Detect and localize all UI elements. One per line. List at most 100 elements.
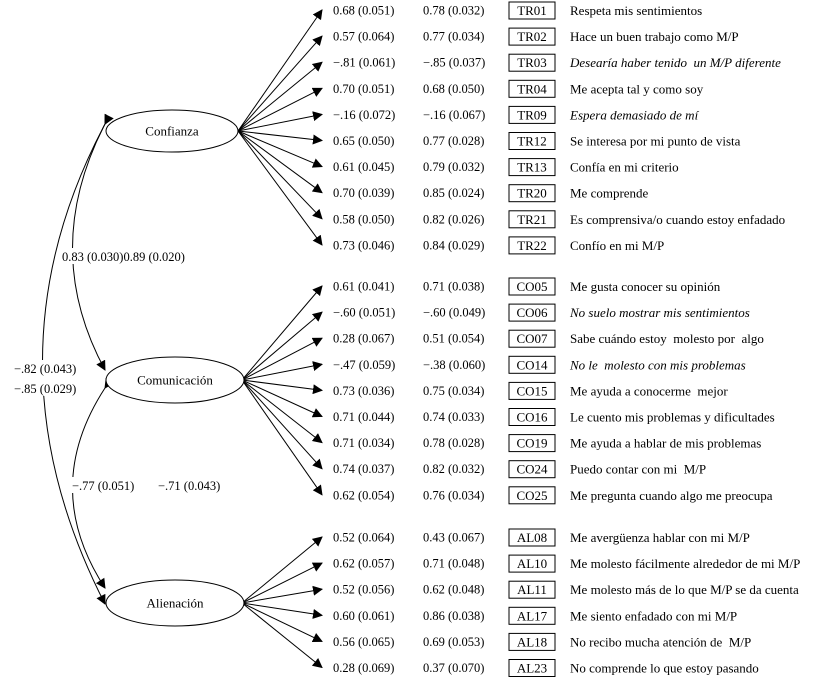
loading-value-1: 0.56 (0.065) <box>333 635 394 649</box>
loading-arrow <box>241 379 323 496</box>
loading-value-1: 0.62 (0.054) <box>333 488 394 502</box>
item-code-box <box>508 105 556 124</box>
item-description: Se interesa por mi punto de vista <box>570 134 741 149</box>
item-code: TR13 <box>517 160 547 175</box>
factor-label: Confianza <box>145 124 199 139</box>
item-description: Puedo contar con mi M/P <box>570 462 706 477</box>
item-code: TR22 <box>517 238 547 253</box>
factor-confianza: Confianza <box>105 109 239 153</box>
item-code: AL23 <box>517 661 547 676</box>
item-code-box <box>508 210 556 229</box>
item-code-box <box>508 79 556 98</box>
loading-value-2: 0.51 (0.054) <box>423 332 484 346</box>
item-code: AL10 <box>517 556 547 571</box>
item-code-box <box>508 158 556 177</box>
item-code-box <box>508 381 556 400</box>
loading-value-2: 0.77 (0.034) <box>423 30 484 44</box>
loading-value-2: 0.43 (0.067) <box>423 531 484 545</box>
item-description: Espera demasiado de mí <box>569 107 700 122</box>
corr-comunicacion-alienacion-2: −.71 (0.043) <box>158 479 220 493</box>
factor-comunicacion: Comunicación <box>105 356 245 404</box>
item-description: Sabe cuándo estoy molesto por algo <box>570 331 764 346</box>
item-code: TR09 <box>517 107 547 122</box>
covariance-confianza-comunicacion <box>72 113 114 371</box>
loading-arrow <box>237 130 323 168</box>
loading-value-1: 0.57 (0.064) <box>333 30 394 44</box>
loading-value-1: 0.68 (0.051) <box>333 4 394 18</box>
item-description: Me molesto más de lo que M/P se da cuent… <box>570 582 799 597</box>
item-code: AL17 <box>517 608 548 623</box>
item-description: No le molesto con mis problemas <box>569 357 746 372</box>
item-code-box <box>508 580 556 599</box>
item-code: TR02 <box>517 29 547 44</box>
corr-confianza-alienacion-1: −.82 (0.043) <box>14 362 76 376</box>
item-code-box <box>508 1 556 20</box>
loading-arrow <box>237 9 323 132</box>
item-description: Me acepta tal y como soy <box>570 81 704 96</box>
item-code: CO07 <box>516 331 548 346</box>
item-description: Me siento enfadado con mi M/P <box>570 608 737 623</box>
loading-value-1: 0.73 (0.046) <box>333 238 394 252</box>
item-code-box <box>508 434 556 453</box>
item-code: CO14 <box>516 357 548 372</box>
loading-value-2: 0.85 (0.024) <box>423 186 484 200</box>
loading-arrow <box>241 337 323 381</box>
factor-label: Comunicación <box>137 373 213 388</box>
loading-arrow <box>237 87 323 132</box>
loading-value-2: 0.69 (0.053) <box>423 635 484 649</box>
loading-value-2: 0.68 (0.050) <box>423 82 484 96</box>
loading-value-2: 0.76 (0.034) <box>423 488 484 502</box>
loading-value-2: −.60 (0.049) <box>423 306 485 320</box>
loading-value-2: −.38 (0.060) <box>423 358 485 372</box>
loading-value-1: −.47 (0.059) <box>333 358 395 372</box>
loading-value-1: 0.71 (0.044) <box>333 410 394 424</box>
loading-value-1: 0.74 (0.037) <box>333 462 394 476</box>
item-code-box <box>508 486 556 505</box>
loading-value-2: 0.84 (0.029) <box>423 238 484 252</box>
loading-arrow <box>241 285 323 381</box>
loading-value-1: 0.70 (0.051) <box>333 82 394 96</box>
loading-arrow <box>241 602 323 643</box>
loading-arrow <box>241 361 323 381</box>
item-description: No suelo mostrar mis sentimientos <box>569 305 750 320</box>
corr-confianza-comunicacion: 0.83 (0.030)0.89 (0.020) <box>62 250 185 264</box>
loading-value-1: −.60 (0.051) <box>333 306 395 320</box>
item-code-box <box>508 236 556 255</box>
loading-arrow <box>241 379 323 418</box>
item-code-box <box>508 554 556 573</box>
loading-value-1: 0.70 (0.039) <box>333 186 394 200</box>
loading-value-2: −.16 (0.067) <box>423 108 485 122</box>
item-code-box <box>508 659 556 677</box>
loading-value-1: 0.52 (0.056) <box>333 583 394 597</box>
loading-value-1: 0.62 (0.057) <box>333 557 394 571</box>
item-code: TR12 <box>517 134 547 149</box>
loading-arrow <box>237 130 323 194</box>
item-code: TR03 <box>517 55 547 70</box>
item-code: AL18 <box>517 634 547 649</box>
loading-value-1: −.81 (0.061) <box>333 56 395 70</box>
loading-value-2: 0.77 (0.028) <box>423 134 484 148</box>
factor-ellipse <box>105 579 245 627</box>
loading-arrow <box>237 130 323 220</box>
item-description: Es comprensiva/o cuando estoy enfadado <box>570 212 785 227</box>
item-code: CO16 <box>516 410 548 425</box>
loading-value-2: 0.37 (0.070) <box>423 661 484 675</box>
corr-comunicacion-alienacion-1: −.77 (0.051) <box>72 479 134 493</box>
loading-arrow <box>237 130 323 145</box>
item-description: Desearía haber tenido un M/P diferente <box>569 55 781 70</box>
item-code: TR01 <box>517 3 547 18</box>
factor-ellipse <box>105 356 245 404</box>
